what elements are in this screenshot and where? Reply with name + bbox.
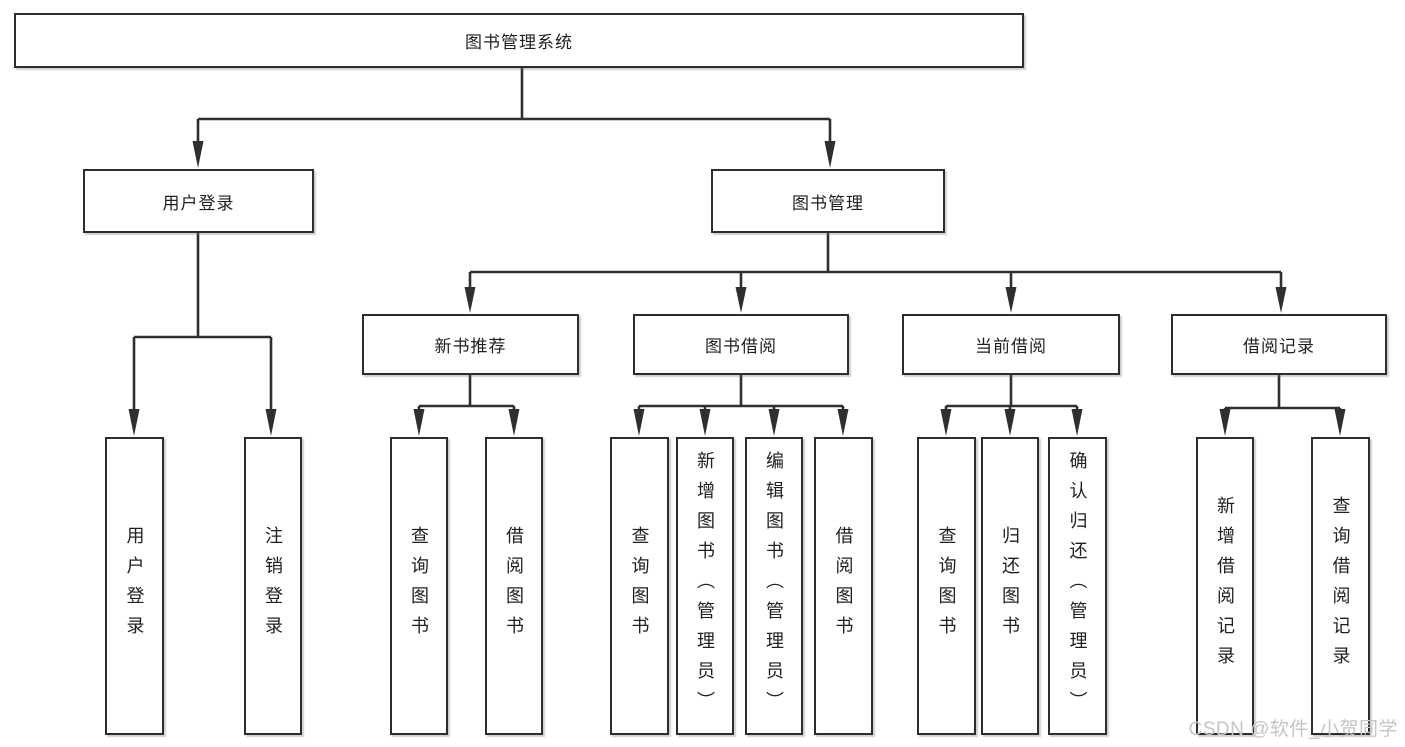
node-label: 查询图书 — [629, 526, 650, 646]
node-label: 图书借阅 — [705, 337, 777, 356]
connector-new-books — [417, 375, 516, 416]
leaf-borrow-books-2: 借阅图书 — [814, 437, 873, 735]
node-current-borrow: 当前借阅 — [902, 314, 1120, 375]
node-book-management: 图书管理 — [711, 169, 945, 233]
node-label: 新增借阅记录 — [1215, 496, 1235, 676]
node-label: 用户登录 — [162, 193, 235, 213]
node-label: 归还图书 — [1000, 526, 1020, 646]
connector-root — [196, 68, 832, 148]
node-label: 查询借阅记录 — [1330, 496, 1351, 676]
leaf-confirm-return-admin: 确认归还（管理员） — [1048, 437, 1107, 735]
leaf-borrow-books-1: 借阅图书 — [485, 437, 543, 735]
node-user-login: 用户登录 — [83, 169, 314, 233]
leaf-query-books-1: 查询图书 — [390, 437, 448, 735]
leaf-query-borrow-record: 查询借阅记录 — [1311, 437, 1370, 735]
arrowheads — [128, 141, 1346, 436]
node-label: 新增图书（管理员） — [695, 451, 715, 721]
leaf-user-login: 用户登录 — [105, 437, 164, 735]
leaf-add-books-admin: 新增图书（管理员） — [676, 437, 734, 735]
connector-user-login — [132, 233, 273, 416]
connector-book-mgmt — [468, 233, 1283, 294]
connector-records — [1223, 375, 1342, 416]
leaf-query-books-3: 查询图书 — [917, 437, 976, 735]
node-root-system: 图书管理系统 — [14, 13, 1024, 68]
node-label: 借阅图书 — [833, 526, 854, 646]
leaf-add-borrow-record: 新增借阅记录 — [1196, 437, 1254, 735]
node-book-borrow: 图书借阅 — [633, 314, 849, 375]
leaf-return-books: 归还图书 — [981, 437, 1039, 735]
node-label: 确认归还（管理员） — [1067, 451, 1088, 721]
node-label: 用户登录 — [124, 526, 145, 646]
node-new-book-recommend: 新书推荐 — [362, 314, 579, 375]
node-label: 图书管理 — [792, 193, 864, 213]
connector-borrow — [637, 375, 845, 416]
node-label: 新书推荐 — [434, 337, 507, 356]
node-label: 借阅图书 — [504, 526, 524, 646]
leaf-query-books-2: 查询图书 — [610, 437, 669, 735]
node-label: 查询图书 — [409, 526, 429, 646]
leaf-logout: 注销登录 — [244, 437, 302, 735]
node-label: 借阅记录 — [1243, 337, 1315, 356]
node-label: 图书管理系统 — [465, 33, 573, 52]
node-label: 编辑图书（管理员） — [764, 451, 784, 721]
node-label: 当前借阅 — [975, 337, 1047, 356]
node-borrow-records: 借阅记录 — [1171, 314, 1387, 375]
node-label: 查询图书 — [936, 526, 957, 646]
node-label: 注销登录 — [263, 526, 283, 646]
leaf-edit-books-admin: 编辑图书（管理员） — [745, 437, 803, 735]
watermark: CSDN @软件_小贺同学 — [1188, 719, 1398, 740]
